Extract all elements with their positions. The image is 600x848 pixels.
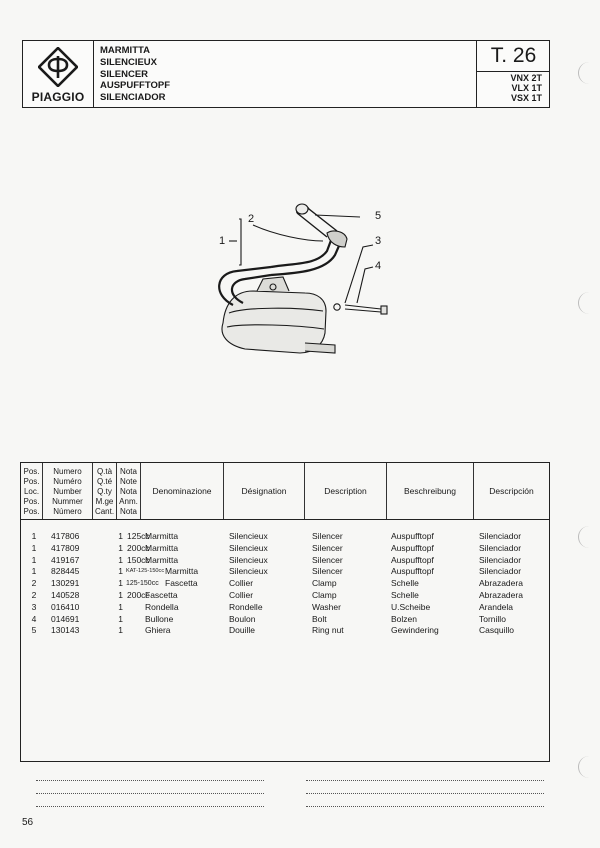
table-body: 1 417806 1 125cc Marmitta Silencieux Sil… bbox=[21, 531, 549, 637]
binder-hole bbox=[578, 756, 591, 778]
table-row: 2 140528 1 200cc Fascetta Collier Clamp … bbox=[31, 589, 523, 600]
table-header: Pos. Pos. Loc. Pos. Pos. Numero Numéro N… bbox=[21, 463, 549, 520]
callout-2: 2 bbox=[248, 213, 254, 225]
title-de: AUSPUFFTOPF bbox=[100, 80, 171, 92]
callout-5: 5 bbox=[375, 210, 381, 222]
footer-line bbox=[36, 780, 264, 781]
footer-line bbox=[36, 806, 264, 807]
table-row: 5 130143 1 Ghiera Douille Ring nut Gewin… bbox=[31, 625, 514, 636]
brand-name: PIAGGIO bbox=[31, 90, 85, 104]
model-item: VSX 1T bbox=[510, 93, 542, 103]
title-en: SILENCER bbox=[100, 68, 149, 80]
header-numero: Numero Numéro Number Nummer Número bbox=[43, 463, 93, 519]
footer-line bbox=[36, 793, 264, 794]
model-list: VNX 2T VLX 1T VSX 1T bbox=[510, 73, 542, 103]
table-code: T. 26 bbox=[477, 41, 550, 72]
title-fr: SILENCIEUX bbox=[100, 56, 158, 68]
silencer-diagram: 1 2 3 4 5 bbox=[218, 203, 388, 354]
table-row: 1 419167 1 150cc Marmitta Silencieux Sil… bbox=[31, 554, 522, 565]
table-code-block: T. 26 VNX 2T VLX 1T VSX 1T bbox=[476, 41, 550, 107]
table-row: 2 130291 1 125-150cc Fascetta Collier Cl… bbox=[31, 578, 523, 589]
parts-table: Pos. Pos. Loc. Pos. Pos. Numero Numéro N… bbox=[20, 462, 550, 762]
header-pos: Pos. Pos. Loc. Pos. Pos. bbox=[21, 463, 43, 519]
header-nota: Nota Note Nota Anm. Nota bbox=[117, 463, 141, 519]
footer-line bbox=[306, 806, 544, 807]
callout-4: 4 bbox=[375, 260, 381, 272]
callout-1: 1 bbox=[219, 235, 225, 247]
title-es: SILENCIADOR bbox=[100, 92, 166, 104]
footer-line bbox=[306, 793, 544, 794]
brand-block: PIAGGIO bbox=[23, 41, 94, 107]
table-row: 4 014691 1 Bullone Boulon Bolt Bolzen To… bbox=[31, 613, 506, 624]
table-row: 3 016410 1 Rondella Rondelle Washer U.Sc… bbox=[31, 601, 514, 612]
title-it: MARMITTA bbox=[100, 45, 150, 56]
catalog-header: PIAGGIO MARMITTA SILENCIEUX SILENCER AUS… bbox=[22, 40, 550, 108]
binder-hole bbox=[578, 526, 591, 548]
binder-hole bbox=[578, 62, 591, 84]
header-descripcion: Descripción bbox=[489, 486, 534, 496]
table-row: 1 417806 1 125cc Marmitta Silencieux Sil… bbox=[31, 531, 522, 541]
footer-line bbox=[306, 780, 544, 781]
header-qty: Q.tà Q.té Q.ty M.ge Cant. bbox=[93, 463, 117, 519]
page-number: 56 bbox=[22, 817, 34, 828]
model-item: VLX 1T bbox=[511, 83, 542, 93]
table-row: 1 417809 1 200cc Marmitta Silencieux Sil… bbox=[31, 542, 522, 553]
model-item: VNX 2T bbox=[510, 73, 542, 83]
binder-hole bbox=[578, 292, 591, 314]
header-description: Description bbox=[305, 463, 387, 519]
piaggio-logo-icon bbox=[38, 47, 78, 87]
header-beschreibung: Beschreibung bbox=[387, 463, 474, 519]
header-designation: Désignation bbox=[224, 463, 305, 519]
header-denominazione: Denominazione bbox=[141, 463, 224, 519]
section-titles: MARMITTA SILENCIEUX SILENCER AUSPUFFTOPF… bbox=[100, 45, 480, 104]
table-row: 1 828445 1 KAT-125-150cc Marmitta Silenc… bbox=[31, 566, 522, 577]
callout-3: 3 bbox=[375, 235, 381, 247]
